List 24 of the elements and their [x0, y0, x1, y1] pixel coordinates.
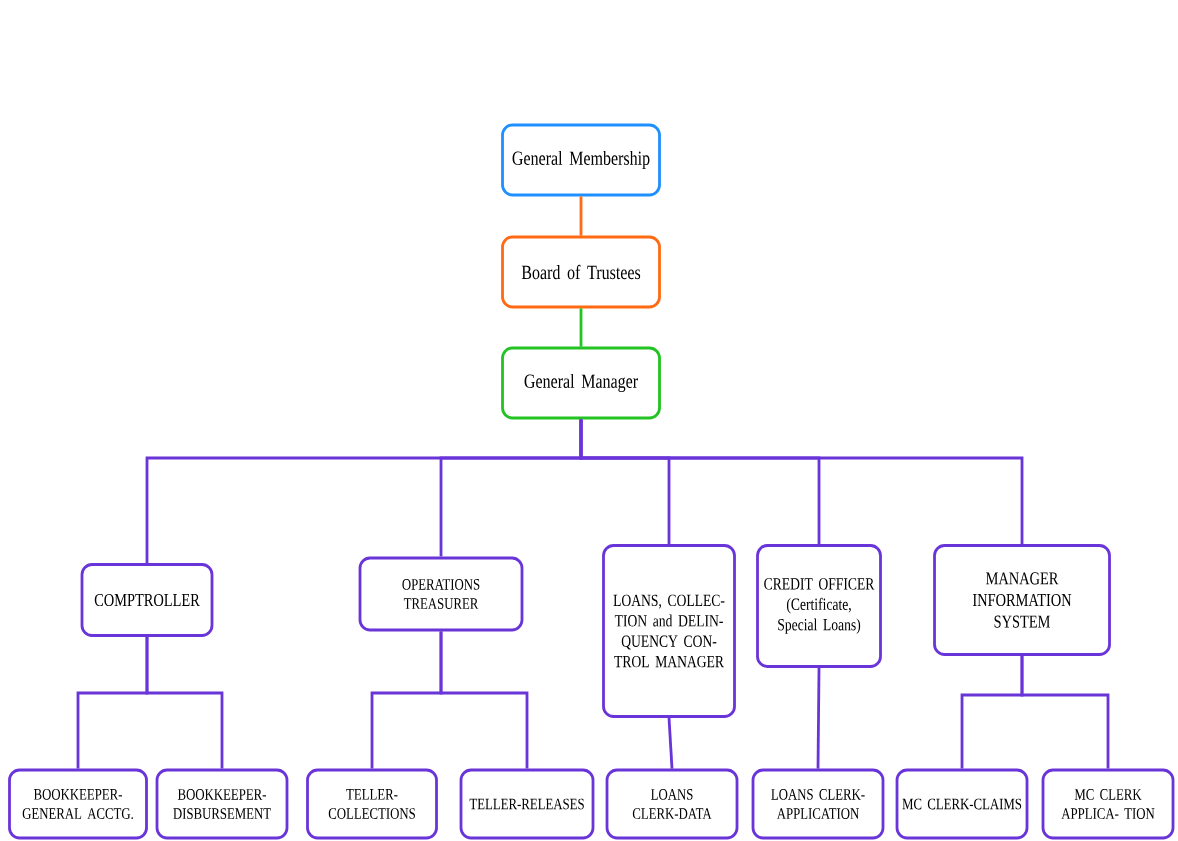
connector-line: [579, 419, 1024, 545]
org-box: MC CLERK-CLAIMS: [895, 768, 1029, 840]
org-box: COMPTROLLER: [80, 563, 214, 637]
org-box: Board of Trustees: [501, 235, 661, 309]
org-box: CREDIT OFFICER (Certificate, Special Loans): [756, 544, 882, 668]
org-box: General Membership: [501, 123, 661, 197]
org-box: LOANS CLERK- APPLICATION: [751, 768, 885, 840]
connector-line: [579, 196, 583, 236]
connector-line: [439, 631, 529, 769]
connector-line: [667, 717, 674, 769]
org-box: MANAGER INFORMATION SYSTEM: [933, 544, 1111, 656]
connector-line: [579, 308, 583, 347]
org-box: LOANS, COLLEC- TION and DELIN- QUENCY CON- TROL MANAGER: [602, 544, 736, 718]
org-box: BOOKKEEPER- DISBURSEMENT: [155, 768, 289, 840]
connector-line: [816, 667, 821, 769]
org-box: General Manager: [501, 346, 661, 420]
org-box: LOANS CLERK-DATA: [605, 768, 739, 840]
connector-line: [1020, 655, 1110, 769]
org-box: OPERATIONS TREASURER: [358, 556, 524, 632]
org-box: MC CLERK APPLICA- TION: [1041, 768, 1175, 840]
org-box: TELLER- COLLECTIONS: [306, 768, 438, 840]
org-box: BOOKKEEPER- GENERAL ACCTG.: [8, 768, 148, 840]
org-box: TELLER-RELEASES: [459, 768, 595, 840]
connector-line: [145, 636, 224, 769]
